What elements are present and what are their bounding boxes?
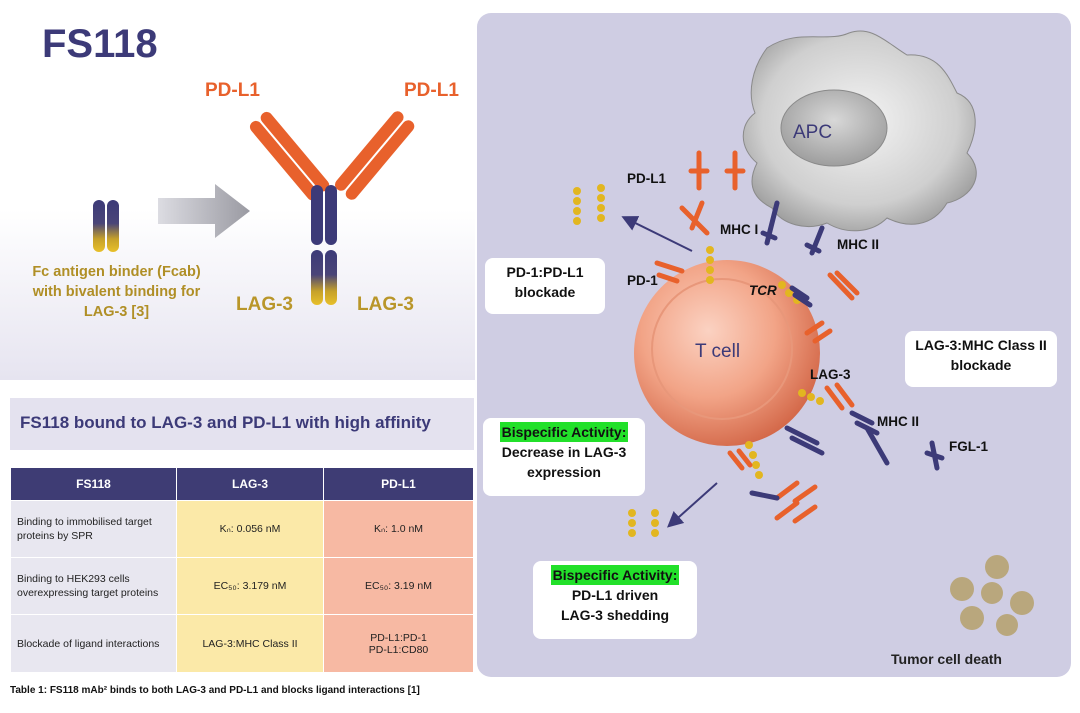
antibody-illustration <box>93 111 415 305</box>
fcab-caption-line: Fc antigen binder (Fcab) <box>32 264 201 280</box>
pdl1-cell-line: PD-L1:PD-1 <box>370 631 427 644</box>
pdl1-label-left: PD-L1 <box>205 80 260 101</box>
bispecific-activity-callout-2: Bispecific Activity: PD-L1 driven LAG-3 … <box>533 561 697 639</box>
callout-line: LAG-3:MHC Class II <box>915 337 1047 353</box>
blockade-arrow <box>621 216 693 252</box>
lag3-label: LAG-3 <box>810 367 851 382</box>
pd1-label: PD-1 <box>627 273 658 288</box>
fcab-caption: Fc antigen binder (Fcab) with bivalent b… <box>14 262 219 322</box>
row-label: Blockade of ligand interactions <box>10 614 177 673</box>
pdl1-cell: PD-L1:PD-1 PD-L1:CD80 <box>323 614 474 673</box>
table-header: PD-L1 <box>323 467 474 501</box>
pd1-pdl1-blockade-callout: PD-1:PD-L1 blockade <box>485 258 605 314</box>
callout-line: PD-L1 driven <box>571 587 659 603</box>
tcr-label: TCR <box>749 283 777 298</box>
lag3-label-right: LAG-3 <box>357 294 414 315</box>
pdl1-label: PD-L1 <box>627 171 667 186</box>
mhc2-bottom-label: MHC II <box>877 414 919 429</box>
mechanism-illustration <box>573 30 977 537</box>
pdl1-label-right: PD-L1 <box>404 80 459 101</box>
lag3-cell: LAG-3:MHC Class II <box>176 614 324 673</box>
tumor-cell-death-label: Tumor cell death <box>891 651 1002 667</box>
callout-line: Decrease in LAG-3 <box>501 444 627 460</box>
table-header: FS118 <box>10 467 177 501</box>
tumor-cells-icon <box>937 553 1037 643</box>
row-label: Binding to HEK293 cells overexpressing t… <box>10 557 177 615</box>
lag3-mhc-blockade-callout: LAG-3:MHC Class II blockade <box>905 331 1057 387</box>
affinity-banner: FS118 bound to LAG-3 and PD-L1 with high… <box>10 398 474 450</box>
table-header-row: FS118 LAG-3 PD-L1 <box>10 467 474 501</box>
lag3-cell: EC₅₀: 3.179 nM <box>176 557 324 615</box>
fcab-molecule <box>93 200 119 252</box>
fgl1-label: FGL-1 <box>949 439 988 454</box>
mhc2-top-label: MHC II <box>837 237 879 252</box>
fcab-caption-line: LAG-3 [3] <box>83 304 150 320</box>
table-row: Binding to immobilised target proteins b… <box>10 500 474 558</box>
pdl1-cell: Kₙ: 1.0 nM <box>323 500 474 558</box>
affinity-table: FS118 LAG-3 PD-L1 Binding to immobilised… <box>10 467 474 673</box>
bispecific-heading: Bispecific Activity: <box>550 565 680 585</box>
table-row: Binding to HEK293 cells overexpressing t… <box>10 557 474 615</box>
page-title: FS118 <box>42 22 158 66</box>
lag3-receptors <box>573 184 824 537</box>
callout-line: blockade <box>514 284 576 300</box>
callout-line: PD-1:PD-L1 <box>506 264 584 280</box>
fcab-caption-line: with bivalent binding for <box>32 284 201 300</box>
pdl1-receptors <box>654 150 860 524</box>
table-row: Blockade of ligand interactions LAG-3:MH… <box>10 614 474 673</box>
tcell-label: T cell <box>695 341 741 362</box>
table-header: LAG-3 <box>176 467 324 501</box>
t-cell <box>634 260 820 446</box>
t-cell-inner <box>651 278 793 420</box>
pdl1-cell-line: PD-L1:CD80 <box>368 643 429 656</box>
lag3-label-left: LAG-3 <box>236 294 293 315</box>
mhc1-label: MHC I <box>720 222 759 237</box>
shedding-arrow <box>667 482 718 528</box>
callout-line: blockade <box>950 357 1012 373</box>
fs118-structure-panel: FS118 PD-L1 PD-L1 LAG-3 LAG-3 Fc antigen… <box>0 0 475 380</box>
callout-line: expression <box>527 464 601 480</box>
row-label: Binding to immobilised target proteins b… <box>10 500 177 558</box>
apc-nucleus <box>780 89 888 167</box>
pdl1-cell: EC₅₀: 3.19 nM <box>323 557 474 615</box>
fs118-antibody <box>249 111 415 305</box>
mhc-molecules <box>749 200 945 501</box>
bispecific-activity-callout-1: Bispecific Activity: Decrease in LAG-3 e… <box>483 418 645 496</box>
table-caption: Table 1: FS118 mAb² binds to both LAG-3 … <box>10 685 420 696</box>
affinity-subtitle: FS118 bound to LAG-3 and PD-L1 with high… <box>20 413 431 432</box>
bispecific-heading: Bispecific Activity: <box>499 422 629 442</box>
transition-arrow <box>158 184 250 238</box>
apc-label: APC <box>793 122 833 143</box>
callout-line: LAG-3 shedding <box>560 607 670 623</box>
mechanism-panel: APC T cell TCR PD-L1 PD-1 MHC I MHC II L… <box>477 13 1071 677</box>
lag3-cell: Kₙ: 0.056 nM <box>176 500 324 558</box>
